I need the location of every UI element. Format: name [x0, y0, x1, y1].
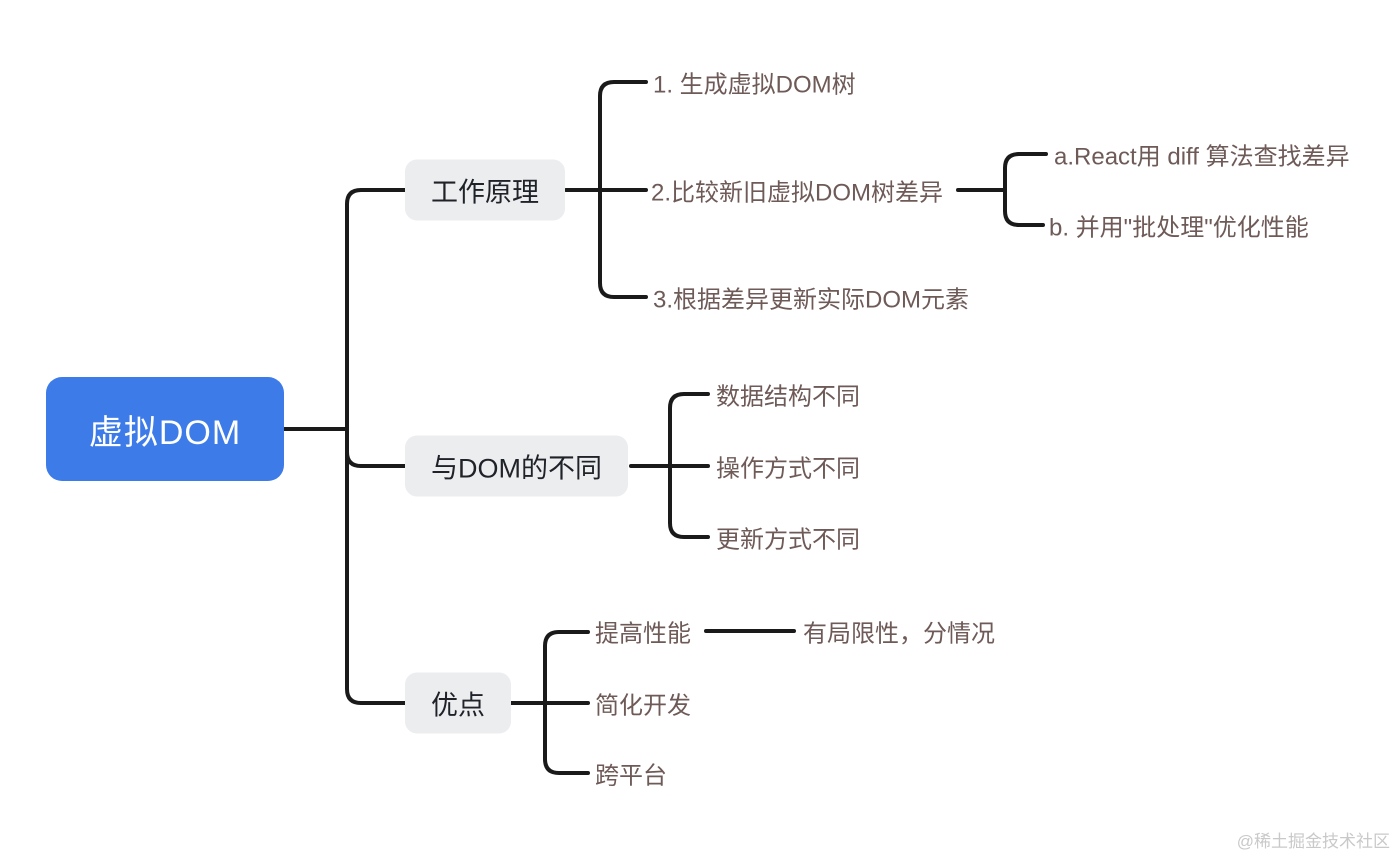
node-simplify-development[interactable]: 简化开发 — [595, 692, 691, 720]
node-working-principle[interactable]: 工作原理 — [405, 159, 565, 221]
connector-trunk-difference — [345, 427, 408, 468]
node-difference-from-dom[interactable]: 与DOM的不同 — [405, 435, 628, 497]
node-update-difference[interactable]: 更新方式不同 — [716, 526, 860, 554]
node-improve-performance[interactable]: 提高性能 — [595, 620, 691, 648]
node-cross-platform[interactable]: 跨平台 — [595, 762, 667, 790]
node-step-2-compare-vdom-trees[interactable]: 2.比较新旧虚拟DOM树差异 — [651, 179, 944, 207]
connector-step2-a — [1003, 152, 1048, 192]
connector-difference-d3 — [668, 464, 710, 539]
connector-trunk-principle — [345, 188, 408, 431]
node-step-1-generate-vdom-tree[interactable]: 1. 生成虚拟DOM树 — [653, 71, 856, 99]
node-advantages[interactable]: 优点 — [405, 672, 511, 734]
connector-principle-step3 — [598, 188, 648, 299]
node-operation-difference[interactable]: 操作方式不同 — [716, 455, 860, 483]
node-step-2b-batch-processing[interactable]: b. 并用"批处理"优化性能 — [1049, 214, 1309, 242]
node-root-virtual-dom[interactable]: 虚拟DOM — [46, 377, 284, 481]
node-step-2a-react-diff[interactable]: a.React用 diff 算法查找差异 — [1054, 143, 1350, 171]
node-data-structure-difference[interactable]: 数据结构不同 — [716, 383, 860, 411]
juejin-watermark: @稀土掘金技术社区 — [1236, 832, 1390, 851]
connector-advantages-a3 — [543, 701, 590, 775]
connector-difference-d1 — [668, 392, 710, 468]
node-performance-limitation-note[interactable]: 有局限性，分情况 — [803, 620, 995, 648]
connector-trunk-advantages — [345, 427, 408, 705]
connector-step2-b — [1003, 188, 1045, 227]
node-step-3-update-real-dom[interactable]: 3.根据差异更新实际DOM元素 — [653, 286, 970, 314]
connector-principle-step1 — [598, 80, 648, 192]
connector-advantages-a1 — [543, 630, 590, 705]
